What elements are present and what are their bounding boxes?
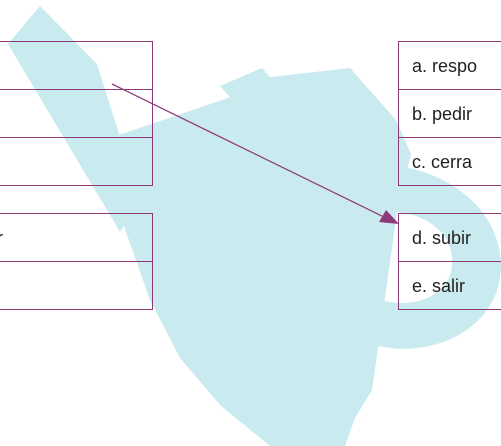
left-item-1[interactable] <box>0 41 153 90</box>
left-item-2[interactable] <box>0 89 153 138</box>
right-item-b-label: b. pedir <box>412 103 473 124</box>
right-item-a-label: a. respo <box>412 55 478 76</box>
right-item-e[interactable]: e. salir <box>398 261 501 310</box>
right-item-d[interactable]: d. subir <box>398 213 501 262</box>
right-item-e-label: e. salir <box>412 275 466 296</box>
left-item-4-label: ntar <box>0 229 3 247</box>
left-item-3[interactable] <box>0 137 153 186</box>
right-item-b[interactable]: b. pedir <box>398 89 501 138</box>
left-item-4[interactable]: ntar <box>0 213 153 262</box>
right-item-c[interactable]: c. cerra <box>398 137 501 186</box>
left-item-5[interactable] <box>0 261 153 310</box>
right-item-c-label: c. cerra <box>412 151 473 172</box>
right-item-d-label: d. subir <box>412 227 472 248</box>
right-item-a[interactable]: a. respo <box>398 41 501 90</box>
